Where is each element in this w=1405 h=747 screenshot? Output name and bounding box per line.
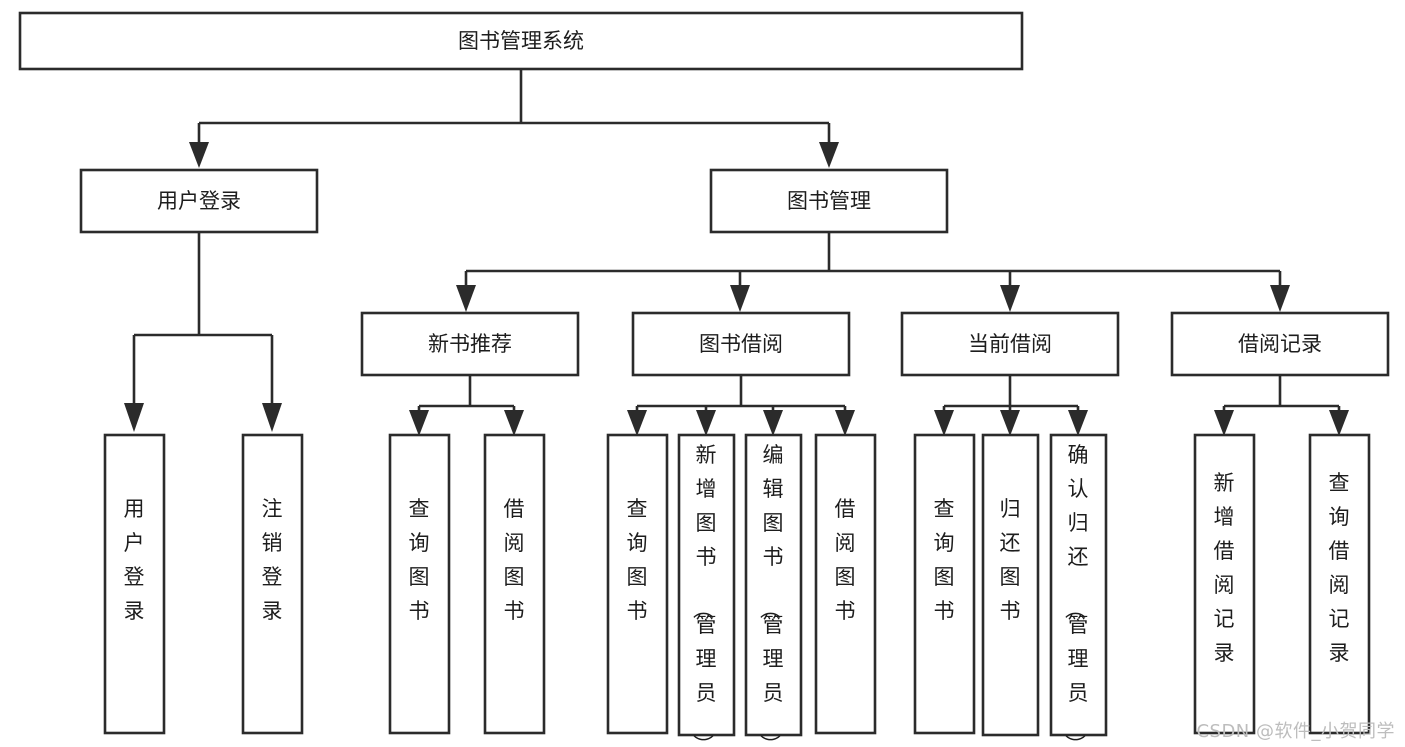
leaf-node[interactable]: 新增借阅记录 bbox=[1193, 433, 1256, 735]
leaf-box bbox=[913, 433, 976, 735]
node-box-current-borrow bbox=[900, 311, 1120, 377]
node-book-management[interactable]: 图书管理 bbox=[709, 168, 949, 234]
node-box-new-book-recommend bbox=[360, 311, 580, 377]
leaf-box bbox=[388, 433, 451, 735]
node-borrow-record[interactable]: 借阅记录 bbox=[1170, 311, 1390, 377]
leaf-node[interactable]: 用户登录 bbox=[103, 433, 166, 735]
leaf-node[interactable]: 确认归还（管理员） bbox=[1049, 433, 1108, 747]
leaf-node[interactable]: 查询图书 bbox=[388, 433, 451, 735]
leaf-label: 用户登录 bbox=[124, 497, 145, 623]
leaf-box bbox=[1193, 433, 1256, 735]
leaf-box bbox=[744, 433, 803, 737]
leaf-node[interactable]: 查询图书 bbox=[913, 433, 976, 735]
arrow-icon bbox=[627, 410, 647, 436]
arrow-icon bbox=[189, 142, 209, 168]
node-book-borrow[interactable]: 图书借阅 bbox=[631, 311, 851, 377]
leaf-node[interactable]: 编辑图书（管理员） bbox=[744, 433, 803, 747]
node-root[interactable]: 图书管理系统 bbox=[18, 11, 1024, 71]
leaf-label: 查询图书 bbox=[934, 497, 955, 623]
arrow-icon bbox=[1270, 285, 1290, 312]
arrow-icon bbox=[934, 410, 954, 436]
leaf-label: 注销登录 bbox=[262, 497, 283, 623]
arrow-icon bbox=[819, 142, 839, 168]
connector-user-login-to-leaves bbox=[124, 232, 282, 432]
leaf-node[interactable]: 查询借阅记录 bbox=[1308, 433, 1371, 735]
node-label-book-borrow: 图书借阅 bbox=[699, 332, 783, 356]
node-label-book-management: 图书管理 bbox=[787, 189, 871, 213]
arrow-icon bbox=[504, 410, 524, 436]
leaf-box bbox=[241, 433, 304, 735]
leaf-box bbox=[103, 433, 166, 735]
leaf-label: 借阅图书 bbox=[835, 497, 856, 623]
leaf-box bbox=[606, 433, 669, 735]
leaf-node[interactable]: 新增图书（管理员） bbox=[677, 433, 736, 747]
connector-book-management-to-level3 bbox=[456, 232, 1290, 312]
connector-root-to-level2 bbox=[189, 69, 839, 168]
leaf-box bbox=[814, 433, 877, 735]
arrow-icon bbox=[730, 285, 750, 312]
leaf-label: 借阅图书 bbox=[504, 497, 525, 623]
node-current-borrow[interactable]: 当前借阅 bbox=[900, 311, 1120, 377]
arrow-icon bbox=[1068, 410, 1088, 436]
leaf-label: 查询图书 bbox=[627, 497, 648, 623]
node-user-login[interactable]: 用户登录 bbox=[79, 168, 319, 234]
leaf-node[interactable]: 归还图书 bbox=[981, 433, 1040, 737]
leaf-box bbox=[483, 433, 546, 735]
leaf-label: 确认归还（管理员） bbox=[1063, 443, 1089, 747]
leaf-box bbox=[981, 433, 1040, 737]
node-label-borrow-record: 借阅记录 bbox=[1238, 332, 1322, 356]
arrow-icon bbox=[835, 410, 855, 436]
leaf-label: 新增图书（管理员） bbox=[691, 443, 717, 747]
connector-current-borrow-to-leaves bbox=[934, 375, 1088, 436]
leaf-node[interactable]: 借阅图书 bbox=[483, 433, 546, 735]
leaf-box bbox=[1308, 433, 1371, 735]
arrow-icon bbox=[1000, 410, 1020, 436]
node-label-user-login: 用户登录 bbox=[157, 189, 241, 213]
leaf-label: 查询借阅记录 bbox=[1329, 471, 1350, 665]
leaf-label: 查询图书 bbox=[409, 497, 430, 623]
leaf-node[interactable]: 借阅图书 bbox=[814, 433, 877, 735]
arrow-icon bbox=[262, 403, 282, 432]
leaf-label: 新增借阅记录 bbox=[1214, 471, 1235, 665]
leaf-node[interactable]: 查询图书 bbox=[606, 433, 669, 735]
node-label-root: 图书管理系统 bbox=[458, 29, 584, 53]
arrow-icon bbox=[409, 410, 429, 436]
node-label-current-borrow: 当前借阅 bbox=[968, 332, 1052, 356]
node-new-book-recommend[interactable]: 新书推荐 bbox=[360, 311, 580, 377]
arrow-icon bbox=[1000, 285, 1020, 312]
node-box-user-login bbox=[79, 168, 319, 234]
leaf-box bbox=[677, 433, 736, 737]
leaf-label: 编辑图书（管理员） bbox=[758, 443, 784, 747]
arrow-icon bbox=[696, 410, 716, 436]
leaf-label: 归还图书 bbox=[1000, 497, 1021, 623]
arrow-icon bbox=[1214, 410, 1234, 436]
leaf-box bbox=[1049, 433, 1108, 737]
node-box-root bbox=[18, 11, 1024, 71]
arrow-icon bbox=[124, 403, 144, 432]
leaf-node[interactable]: 注销登录 bbox=[241, 433, 304, 735]
connector-new-book-to-leaves bbox=[409, 375, 524, 436]
node-label-new-book-recommend: 新书推荐 bbox=[428, 332, 512, 356]
csdn-watermark: CSDN @软件_小贺同学 bbox=[1196, 721, 1395, 742]
arrow-icon bbox=[763, 410, 783, 436]
connector-borrow-record-to-leaves bbox=[1214, 375, 1349, 436]
connector-book-borrow-to-leaves bbox=[627, 375, 855, 436]
arrow-icon bbox=[1329, 410, 1349, 436]
arrow-icon bbox=[456, 285, 476, 312]
